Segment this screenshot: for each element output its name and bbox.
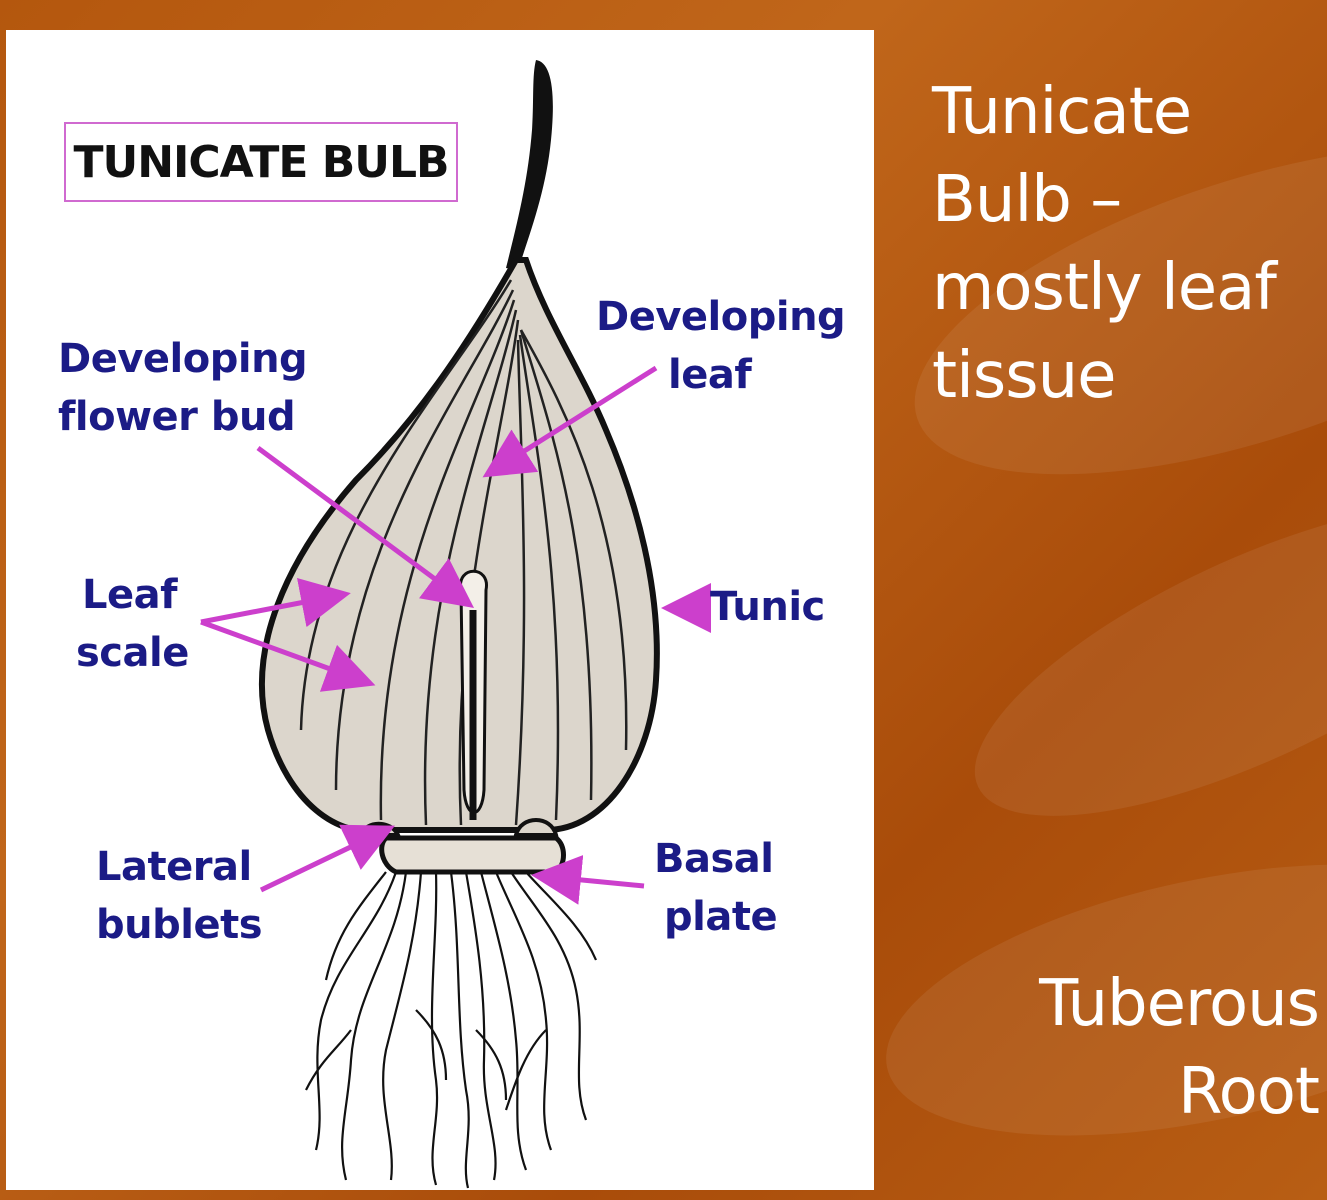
tunicate-bulb-diagram <box>200 60 711 1189</box>
background-swoosh <box>935 442 1327 878</box>
arrow-developing-leaf <box>482 365 658 478</box>
label-basal-plate: Basal plate <box>654 836 778 940</box>
label-tunic: Tunic <box>710 584 825 630</box>
arrow-leaf-scale-upper <box>200 578 351 628</box>
label-leaf-scale: Leaf scale <box>76 572 189 676</box>
basal-plate-shape <box>379 835 566 875</box>
leaf-scale-lines <box>299 279 628 826</box>
label-developing-flower-bud: Developing flower bud <box>58 336 308 440</box>
label-lateral-bublets: Lateral bublets <box>96 844 263 948</box>
bottom-caption: Tuberous Root <box>1039 967 1320 1129</box>
label-arrows <box>200 365 711 905</box>
diagram-title: TUNICATE BULB <box>64 122 458 202</box>
lateral-bublet-shape <box>513 818 559 837</box>
side-caption: Tunicate Bulb – mostly leaf tissue <box>932 75 1277 413</box>
arrow-lateral-bublets <box>259 824 396 893</box>
arrow-basal-plate <box>531 854 645 905</box>
root-system <box>305 871 598 1189</box>
label-developing-leaf: Developing leaf <box>596 294 846 398</box>
bulb-stem <box>506 60 553 270</box>
arrow-leaf-scale-lower <box>200 619 376 692</box>
arrow-developing-flower-bud <box>256 445 475 608</box>
diagram-panel: TUNICATE BULB Developing flower bud Deve… <box>6 30 874 1190</box>
